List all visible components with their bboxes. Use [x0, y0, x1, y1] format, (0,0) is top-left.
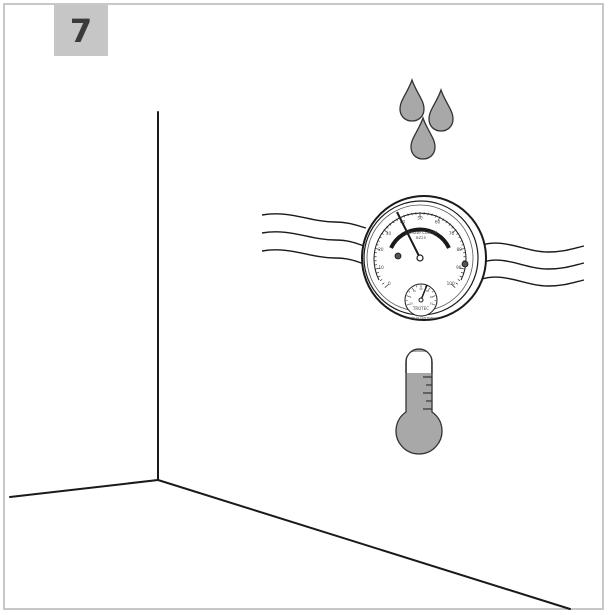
floor-left-edge [10, 480, 158, 497]
humidity-label: 30 [386, 231, 392, 236]
airflow-line-left-1 [262, 214, 366, 228]
water-drop-icon [400, 80, 424, 121]
humidity-label: 90 [456, 265, 462, 270]
humidity-label: 10 [379, 265, 385, 270]
humidity-label: 100 [447, 281, 455, 286]
brand-logo: TROTEC [412, 306, 429, 311]
temperature-label: 40 [430, 295, 434, 299]
airflow-line-right-3 [482, 277, 584, 286]
mounting-screw-left [395, 253, 401, 259]
humidity-label: 0 [388, 281, 391, 286]
dial-label-line2: BZ25 [416, 235, 427, 240]
temperature-label: 50 [430, 302, 434, 306]
humidity-label: 80 [456, 247, 462, 252]
temperature-label: 20 [419, 287, 423, 291]
floor-right-edge [158, 480, 570, 609]
humidity-label: 70 [449, 231, 455, 236]
airflow-line-left-3 [262, 250, 364, 264]
airflow-line-right-1 [482, 243, 584, 252]
humidity-label: 60 [435, 220, 441, 225]
mounting-screw-right [462, 261, 468, 267]
made-in-label: Made in Germany [405, 316, 436, 320]
temperature-label: 30 [426, 289, 430, 293]
needle-hub [417, 255, 423, 261]
airflow-line-left-2 [262, 232, 364, 246]
subdial-hub [419, 298, 423, 302]
temperature-label: 10 [413, 289, 417, 293]
water-drop-icon [429, 90, 453, 131]
room-corner [10, 112, 570, 609]
thermometer-icon [396, 349, 442, 454]
water-drops [400, 80, 453, 159]
thermometer-glass-top [407, 352, 431, 373]
humidity-label: 20 [378, 247, 384, 252]
airflow-line-right-2 [483, 260, 584, 269]
humidity-label: 50 [417, 215, 423, 220]
